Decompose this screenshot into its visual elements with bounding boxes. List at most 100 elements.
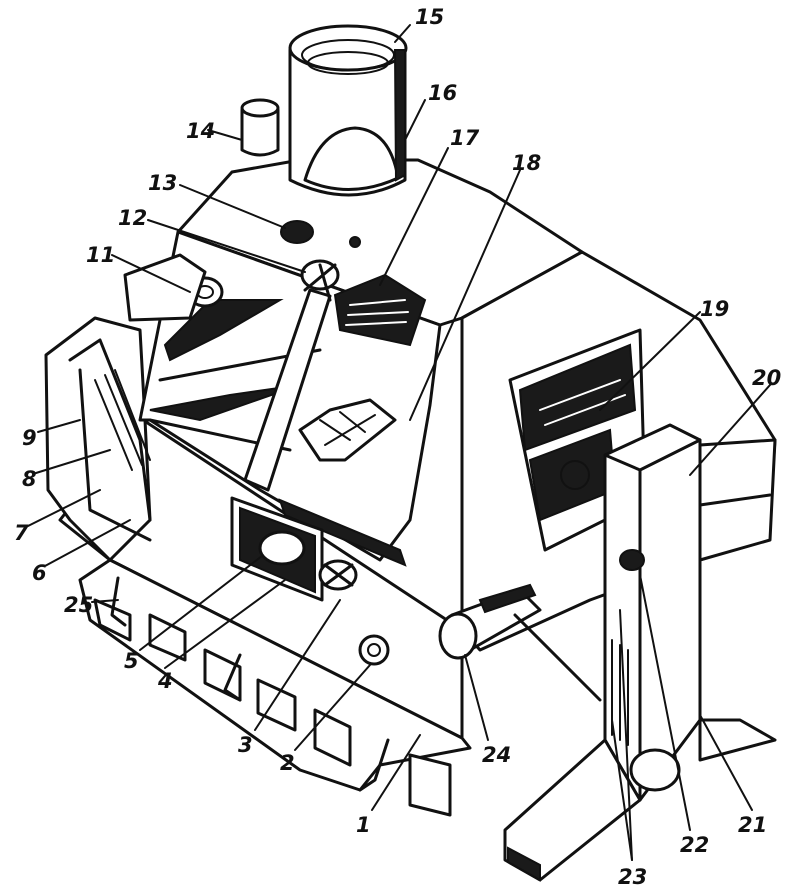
leader-2	[294, 664, 371, 751]
label-12: 12	[118, 206, 147, 230]
stand-hole	[629, 748, 681, 792]
leader-17	[379, 147, 449, 286]
hook-25	[110, 576, 127, 627]
label-16: 16	[428, 81, 457, 105]
leader-12	[147, 219, 306, 273]
pipe-cutout	[303, 126, 400, 191]
vertical-stand	[503, 423, 777, 882]
bolt-12-wings	[303, 263, 337, 302]
label-8: 8	[22, 467, 37, 491]
bottom-feet	[93, 576, 452, 817]
grille-lines	[345, 299, 409, 326]
label-2: 2	[280, 751, 295, 775]
pipe-shade	[393, 49, 406, 182]
label-22: 22	[680, 833, 709, 857]
small-pipe-rim	[240, 98, 280, 118]
pipe-inner-rim-2	[307, 51, 389, 75]
left-frame-ribs	[94, 369, 151, 471]
label-25: 25	[64, 593, 93, 617]
hook-c	[358, 738, 390, 792]
label-20: 20	[752, 366, 781, 390]
label-13: 13	[148, 171, 177, 195]
leader-7	[27, 489, 101, 527]
leader-9	[37, 419, 81, 433]
label-9: 9	[22, 426, 37, 450]
cavity-shadow-top	[163, 299, 284, 362]
leader-19	[599, 311, 701, 411]
hook-b	[223, 653, 242, 702]
leader-18	[409, 169, 521, 421]
grille-block	[333, 273, 427, 347]
leader-15	[394, 24, 411, 43]
label-19: 19	[700, 297, 729, 321]
leader-23a	[619, 609, 633, 861]
roller-shade	[478, 583, 537, 614]
leader-22	[639, 574, 691, 831]
label-3: 3	[238, 733, 253, 757]
leader-14	[207, 129, 243, 141]
foot-f	[408, 753, 452, 817]
label-18: 18	[512, 151, 541, 175]
stand-edge	[603, 438, 702, 802]
inlet-pipe	[288, 24, 408, 197]
roller-shaft	[278, 498, 407, 567]
leader-4	[164, 579, 286, 669]
foot-b	[148, 613, 187, 662]
label-6: 6	[32, 561, 47, 585]
stand-knob-22	[619, 549, 645, 571]
label-7: 7	[14, 521, 29, 545]
label-4: 4	[157, 669, 173, 693]
left-frame-inner	[68, 338, 152, 522]
grid-bracket-lines	[319, 411, 376, 446]
leader-25	[91, 599, 119, 603]
leader-20	[689, 384, 771, 476]
roller-24	[438, 583, 602, 702]
left-frame-inner-2	[78, 368, 152, 542]
label-5: 5	[124, 649, 139, 673]
leader-24	[464, 654, 489, 741]
label-24: 24	[482, 743, 511, 767]
emblem-inner	[367, 643, 381, 657]
left-side-frame	[44, 316, 152, 562]
leader-16	[404, 99, 426, 141]
leader-5	[139, 555, 263, 651]
stand-foot-left	[503, 738, 642, 882]
right-box-seam	[698, 493, 772, 507]
small-pipe	[240, 98, 280, 157]
roller-link	[513, 613, 602, 702]
label-23: 23	[618, 865, 647, 888]
label-15: 15	[415, 5, 444, 29]
small-pipe-body	[240, 108, 280, 157]
leader-11	[111, 254, 191, 293]
front-plate-hub	[258, 530, 306, 566]
leader-lines	[27, 24, 771, 861]
roller-end	[438, 612, 478, 660]
label-14: 14	[186, 119, 215, 143]
foot-a	[93, 598, 132, 642]
label-21: 21	[738, 813, 767, 837]
pin-top	[349, 236, 361, 248]
emblem-circle	[358, 634, 390, 666]
bolt-12	[300, 259, 340, 291]
stand-foot-tip	[507, 846, 541, 882]
front-plate	[230, 496, 358, 602]
knob-13	[280, 220, 314, 244]
leader-3	[254, 599, 341, 731]
leader-1	[371, 734, 421, 811]
foot-e	[313, 708, 352, 767]
pipe-inner-rim	[301, 39, 395, 71]
right-panel-wheel	[560, 460, 590, 490]
leader-6	[44, 519, 131, 567]
left-block	[123, 253, 207, 322]
right-panel-lines	[539, 379, 626, 426]
leader-21	[699, 714, 753, 811]
label-11: 11	[86, 243, 115, 267]
foot-d	[256, 678, 297, 732]
label-1: 1	[356, 813, 371, 837]
front-plate-knob-cross	[323, 563, 354, 587]
leader-8	[35, 449, 111, 474]
stand-foot-right	[698, 718, 777, 762]
